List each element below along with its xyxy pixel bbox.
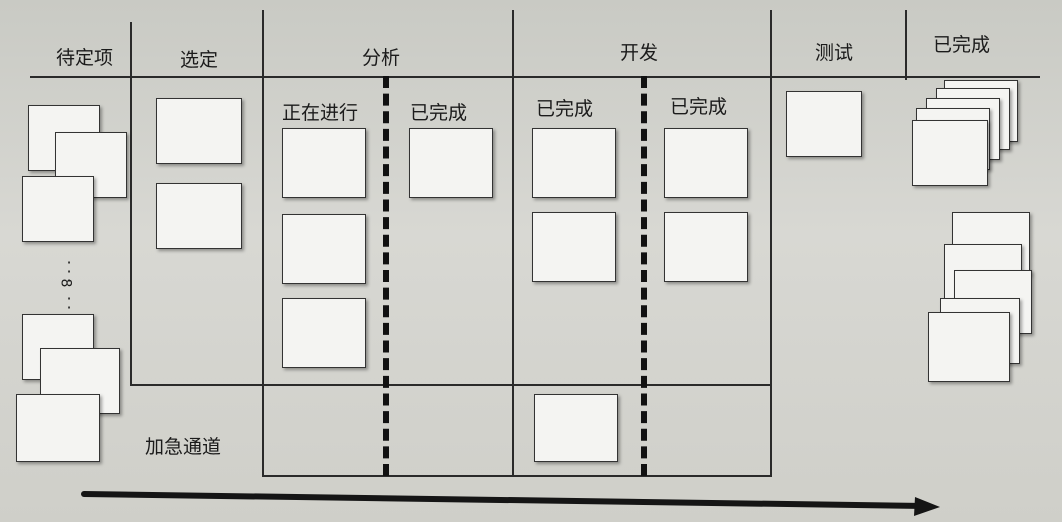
analysis-sub-divider bbox=[383, 76, 389, 476]
dev-done-card bbox=[532, 212, 616, 282]
subcolumn-header-dev-done-2: 已完成 bbox=[670, 96, 728, 118]
done-card bbox=[928, 312, 1010, 382]
backlog-ellipsis-top: ··· bbox=[66, 253, 72, 290]
selected-card bbox=[156, 183, 242, 249]
column-header-testing: 测试 bbox=[815, 42, 854, 64]
backlog-card bbox=[22, 176, 94, 242]
column-line-development bbox=[512, 10, 514, 476]
analysis-done-card bbox=[409, 128, 493, 198]
subcolumn-header-analysis-in-progress: 正在进行 bbox=[282, 102, 359, 124]
done-card bbox=[912, 120, 988, 186]
expedite-bottom-line bbox=[262, 475, 772, 477]
development-sub-divider bbox=[641, 76, 647, 476]
column-line-testing bbox=[770, 10, 772, 476]
column-line-analysis bbox=[262, 10, 264, 476]
column-header-development: 开发 bbox=[620, 42, 659, 64]
testing-card bbox=[786, 91, 862, 157]
column-line-selected bbox=[130, 22, 132, 384]
header-divider bbox=[30, 76, 1040, 78]
analysis-in-progress-card bbox=[282, 214, 366, 284]
analysis-in-progress-card bbox=[282, 128, 366, 198]
column-header-analysis: 分析 bbox=[362, 47, 401, 69]
selected-card bbox=[156, 98, 242, 164]
expedite-lane-label: 加急通道 bbox=[145, 436, 222, 458]
dev-done-card bbox=[664, 212, 748, 282]
dev-done-card bbox=[664, 128, 748, 198]
dev-done-card bbox=[532, 128, 616, 198]
expedite-card bbox=[534, 394, 618, 462]
analysis-in-progress-card bbox=[282, 298, 366, 368]
column-header-done: 已完成 bbox=[933, 34, 991, 56]
backlog-card bbox=[16, 394, 100, 462]
column-header-selected: 选定 bbox=[180, 49, 219, 71]
column-line-done bbox=[905, 10, 907, 80]
subcolumn-header-dev-done-1: 已完成 bbox=[536, 98, 594, 120]
subcolumn-header-analysis-done: 已完成 bbox=[410, 102, 468, 124]
column-header-backlog: 待定项 bbox=[56, 47, 114, 69]
expedite-divider bbox=[130, 384, 770, 386]
